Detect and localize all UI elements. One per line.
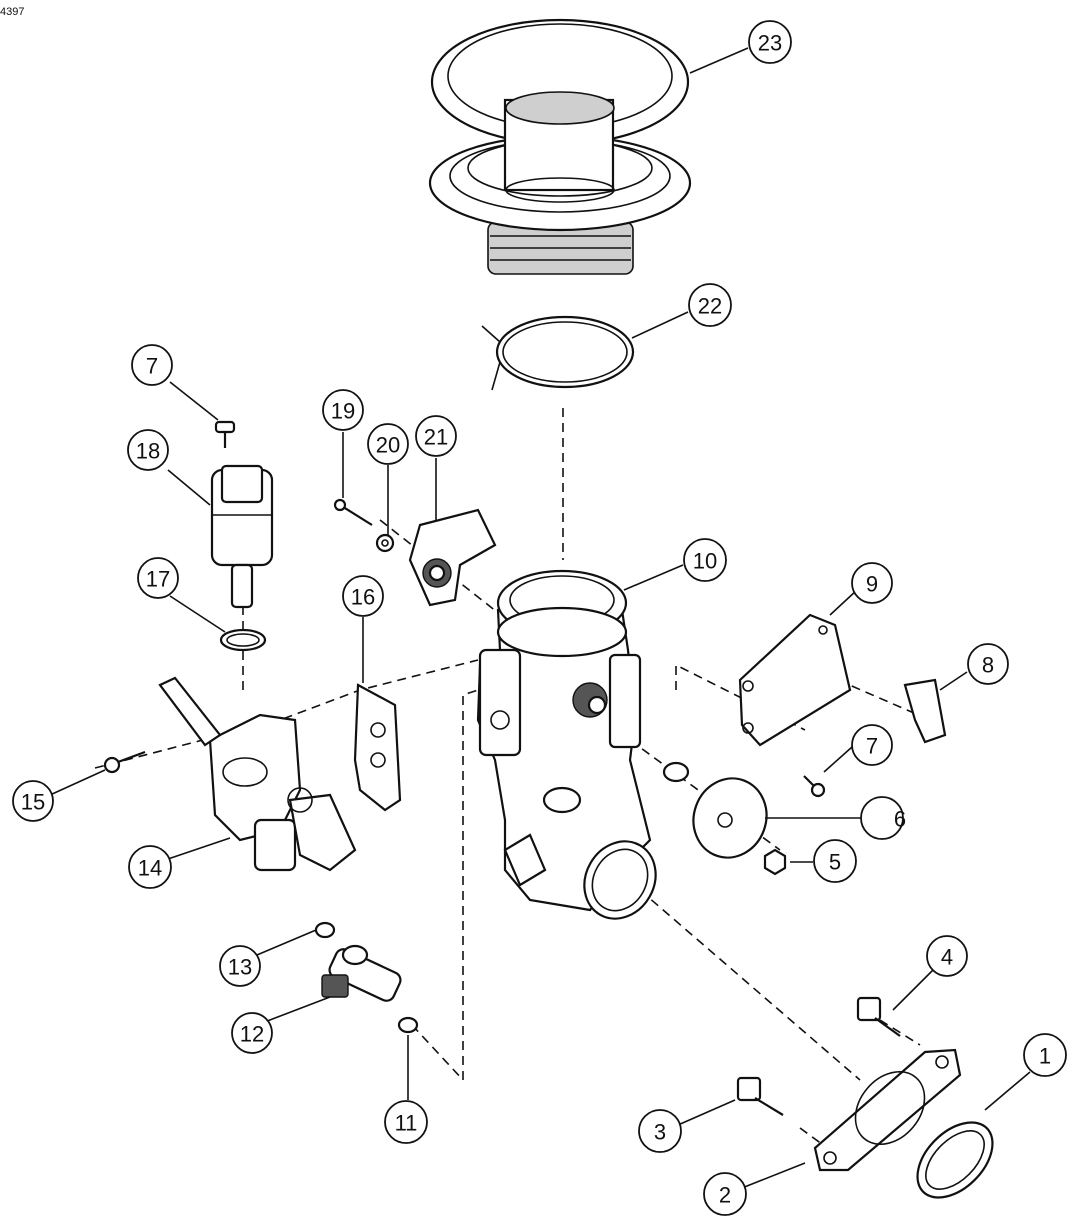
leader-lines xyxy=(49,47,1031,1189)
part-11-seal xyxy=(397,1016,419,1034)
callout-14: 14 xyxy=(128,845,172,889)
callout-3: 3 xyxy=(638,1109,682,1153)
callout-12-label: 12 xyxy=(240,1022,264,1047)
part-20-washer xyxy=(375,533,395,553)
callout-18-label: 18 xyxy=(136,439,160,464)
callout-1-label: 1 xyxy=(1039,1044,1051,1069)
callout-7-lower-label: 7 xyxy=(866,734,878,759)
part-3-bolt xyxy=(736,1076,784,1116)
part-9-bracket xyxy=(738,613,852,747)
callout-6: 6 xyxy=(860,796,906,840)
callout-4: 4 xyxy=(926,935,968,977)
part-14-adapter-housing xyxy=(158,676,357,872)
callout-16-label: 16 xyxy=(351,585,375,610)
part-19-screw xyxy=(333,498,373,526)
callout-1: 1 xyxy=(1023,1033,1067,1077)
callout-11-label: 11 xyxy=(395,1111,418,1136)
part-18-idle-valve xyxy=(210,464,274,609)
callout-6-label: 6 xyxy=(894,807,906,832)
callout-21-label: 21 xyxy=(424,425,448,450)
part-1-seal-ring xyxy=(916,1121,994,1199)
callout-7-upper: 7 xyxy=(131,344,173,386)
callout-10: 10 xyxy=(683,538,727,582)
callout-18: 18 xyxy=(127,429,169,471)
part-17-o-ring xyxy=(219,628,267,652)
part-22-clamp-ring xyxy=(481,315,635,391)
callout-22-label: 22 xyxy=(698,294,722,319)
part-12-injector xyxy=(321,944,402,1002)
callout-13: 13 xyxy=(219,945,261,987)
callout-8-label: 8 xyxy=(982,653,994,678)
callout-23-label: 23 xyxy=(758,31,782,56)
part-5-nut xyxy=(763,848,787,876)
callout-15: 15 xyxy=(12,780,54,822)
part-21-position-sensor xyxy=(408,508,497,607)
callout-11: 11 xyxy=(384,1100,428,1144)
callout-2: 2 xyxy=(703,1172,747,1216)
callout-3-label: 3 xyxy=(654,1120,666,1145)
callout-4-label: 4 xyxy=(941,945,953,970)
callout-14-label: 14 xyxy=(138,856,162,881)
part-7-screw-lower xyxy=(803,775,826,798)
callout-10-label: 10 xyxy=(693,549,717,574)
callout-5-label: 5 xyxy=(829,850,841,875)
callout-12: 12 xyxy=(231,1012,273,1054)
callout-20-label: 20 xyxy=(376,433,400,458)
callout-22: 22 xyxy=(688,283,732,327)
part-4-bolt xyxy=(856,996,901,1037)
callout-20: 20 xyxy=(367,423,409,465)
callout-8: 8 xyxy=(967,643,1009,685)
part-7-screw-upper xyxy=(214,420,236,448)
part-6-washer xyxy=(662,761,690,783)
figure-id-label: 4397 xyxy=(0,6,25,18)
part-23-air-horn xyxy=(428,18,692,275)
callout-9: 9 xyxy=(851,562,893,604)
callouts: 23 22 7 18 19 20 21 17 16 10 9 8 7 6 5 1… xyxy=(12,20,1067,1216)
callout-17-label: 17 xyxy=(146,567,170,592)
callout-9-label: 9 xyxy=(866,572,878,597)
callout-21: 21 xyxy=(415,415,457,457)
callout-15-label: 15 xyxy=(21,790,45,815)
part-13-seal xyxy=(314,921,336,939)
part-2-flange xyxy=(813,1048,962,1172)
callout-7-lower: 7 xyxy=(851,724,893,766)
callout-7-upper-label: 7 xyxy=(146,354,158,379)
callout-2-label: 2 xyxy=(719,1183,731,1208)
part-8-clip xyxy=(903,678,947,744)
part-16-gasket xyxy=(353,683,402,812)
callout-23: 23 xyxy=(748,20,792,64)
callout-17: 17 xyxy=(137,557,179,599)
callout-13-label: 13 xyxy=(228,955,252,980)
part-10-throttle-body xyxy=(476,569,657,920)
callout-19: 19 xyxy=(322,389,364,431)
callout-19-label: 19 xyxy=(331,399,355,424)
part-15-screw xyxy=(103,750,146,774)
part-6-cam-plate xyxy=(692,777,768,859)
callout-5: 5 xyxy=(813,839,857,883)
callout-16: 16 xyxy=(342,575,384,617)
